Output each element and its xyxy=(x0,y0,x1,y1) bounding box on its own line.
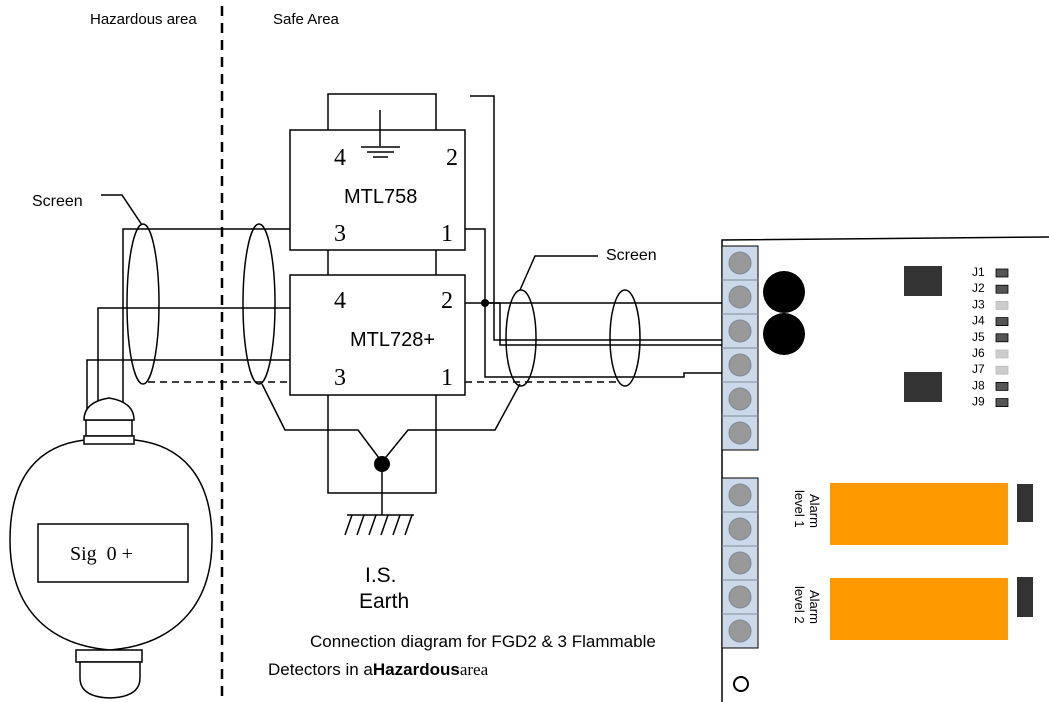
board-capacitor-2 xyxy=(763,313,805,355)
lower-terminal-4 xyxy=(728,585,752,609)
jumper-label-j2: J2 xyxy=(972,281,985,295)
board-ic-1 xyxy=(904,266,942,296)
jumper-j2 xyxy=(995,284,1009,294)
jumper-j8 xyxy=(995,381,1009,391)
relay-alarm-level-1 xyxy=(830,483,1008,545)
mtl758-top-bracket xyxy=(327,93,437,130)
jumper-label-j3: J3 xyxy=(972,297,985,311)
upper-terminal-2 xyxy=(728,285,752,309)
upper-terminal-6 xyxy=(728,421,752,445)
lower-terminal-5 xyxy=(728,619,752,643)
upper-terminal-1 xyxy=(728,251,752,275)
ground-icon xyxy=(361,110,400,158)
board-ic-2 xyxy=(904,372,942,402)
caption-line2: Detectors in aHazardousarea xyxy=(268,660,489,679)
jumper-j9 xyxy=(995,398,1009,408)
barrier-mtl728: 4 2 MTL728+ 3 1 xyxy=(289,274,466,396)
screen-label-left: Screen xyxy=(32,193,83,210)
mtl728-terminal-3: 3 xyxy=(334,365,346,391)
sensor-head xyxy=(79,661,141,699)
jumper-j5 xyxy=(995,333,1009,343)
jumper-j3 xyxy=(995,300,1009,310)
gas-detector: Sig 0 + xyxy=(9,397,213,699)
mtl728-terminal-4: 4 xyxy=(334,288,346,314)
mtl758-model-label: MTL758 xyxy=(344,186,417,208)
jumper-label-j7: J7 xyxy=(972,362,985,376)
wire-junction-dot xyxy=(481,299,489,307)
mtl758-terminal-2: 2 xyxy=(446,145,458,171)
relay-alarm-level-2 xyxy=(830,578,1008,640)
safe-area-label: Safe Area xyxy=(273,11,340,28)
hazardous-area-label: Hazardous area xyxy=(90,11,197,28)
jumper-label-j5: J5 xyxy=(972,330,985,344)
jumper-label-j8: J8 xyxy=(972,378,985,392)
mtl728-terminal-2: 2 xyxy=(441,288,453,314)
lower-terminal-3 xyxy=(728,551,752,575)
lower-terminal-2 xyxy=(728,517,752,541)
upper-terminal-3 xyxy=(728,319,752,343)
screen-leader-right xyxy=(519,255,598,291)
relay-1-label-line2: level 1 xyxy=(792,490,807,528)
control-wiring xyxy=(465,95,722,383)
screen-drain-right xyxy=(381,383,521,463)
screen-ellipse-right-1 xyxy=(505,289,537,387)
jumper-label-j1: J1 xyxy=(972,265,985,279)
jumper-j1 xyxy=(995,268,1009,278)
upper-terminal-4 xyxy=(728,353,752,377)
caption-line1: Connection diagram for FGD2 & 3 Flammabl… xyxy=(310,632,656,651)
jumper-label-j9: J9 xyxy=(972,395,985,409)
mtl758-terminal-4: 4 xyxy=(334,145,346,171)
jumper-j7 xyxy=(995,365,1009,375)
lower-terminal-1 xyxy=(728,483,752,507)
relay-2-label-line1: Alarm xyxy=(807,590,822,624)
mtl758-terminal-1: 1 xyxy=(441,221,453,247)
mtl758-terminal-3: 3 xyxy=(334,221,346,247)
screen-leader-left xyxy=(101,194,143,226)
relay-1-label-line1: Alarm xyxy=(807,494,822,528)
relay-2-tab xyxy=(1017,577,1033,617)
board-capacitor-1 xyxy=(763,271,805,313)
mtl728-terminal-1: 1 xyxy=(441,365,453,391)
jumper-j4 xyxy=(995,317,1009,327)
terminal-block-upper xyxy=(721,245,759,451)
jumper-label-j4: J4 xyxy=(972,314,985,328)
jumper-label-j6: J6 xyxy=(972,346,985,360)
board-mount-hole xyxy=(733,676,749,692)
screen-ellipse-left-1 xyxy=(126,223,160,385)
relay-1-tab xyxy=(1017,484,1033,522)
detector-terminal-label: Sig 0 + xyxy=(70,543,133,565)
sensor-mount xyxy=(75,649,143,663)
screen-drain-left xyxy=(261,383,383,463)
caption-line2-suffix: area xyxy=(460,660,489,679)
is-earth-icon xyxy=(344,514,414,536)
screen-ellipse-right-2 xyxy=(609,289,641,387)
mtl728-model-label: MTL728+ xyxy=(350,329,435,351)
screen-label-right: Screen xyxy=(606,247,657,264)
upper-terminal-5 xyxy=(728,387,752,411)
barrier-mtl758: 4 2 MTL758 3 1 xyxy=(289,129,466,251)
screen-ellipse-left-2 xyxy=(242,223,276,385)
jumper-j6 xyxy=(995,349,1009,359)
caption-line2-bold: Hazardous xyxy=(373,660,460,679)
is-earth-label-line2: Earth xyxy=(359,590,409,613)
is-earth-label-line1: I.S. xyxy=(365,564,397,587)
detector-terminal-block xyxy=(37,523,189,583)
relay-2-label-line2: level 2 xyxy=(792,586,807,624)
caption-line2-prefix: Detectors in a xyxy=(268,660,373,679)
cable-gland xyxy=(85,419,133,437)
terminal-block-lower xyxy=(721,477,759,649)
